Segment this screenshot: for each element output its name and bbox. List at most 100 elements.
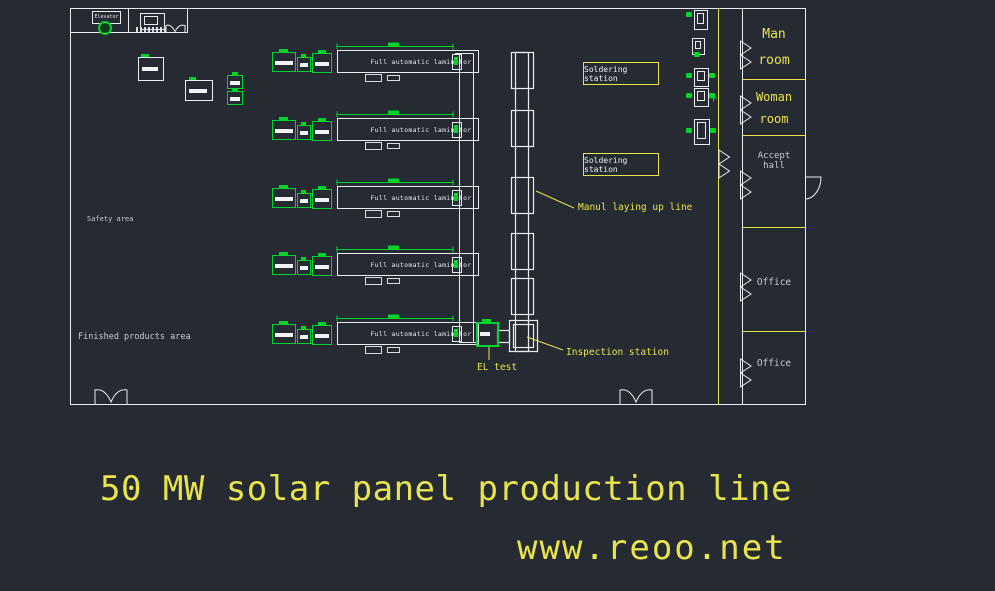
control-unit-icon [365,142,382,150]
inspection-station-inner [512,323,535,349]
cell-machine-icon [312,322,332,345]
chair-icon [709,93,715,98]
laying-up-station [510,232,535,271]
control-unit-icon [365,74,382,82]
cell-machine-icon [297,257,311,275]
hall-outline [70,8,806,405]
room-label-woman: Woman room [755,90,793,126]
cell-machine-icon [312,186,332,209]
conveyor-path [455,53,477,343]
cell-machine-icon [272,321,296,344]
cell-machine-icon [272,49,296,72]
laying-up-station [510,51,535,90]
laminator-row: Full automatic laminator [0,321,480,364]
laminator-box: Full automatic laminator [337,50,479,73]
control-unit-icon [387,211,400,217]
leader-lines [488,190,575,360]
room-label-office2: Office [756,358,792,369]
man-room-door-icon [740,40,752,70]
room-label-man: Man room [758,27,790,68]
office1-door-icon [740,272,752,302]
chair-icon [686,73,692,78]
cell-machine-icon [272,252,296,275]
desk-top [697,13,704,24]
control-unit-icon [387,347,400,353]
room-label-accept: Accept hall [757,151,791,171]
desk-icon [694,68,709,87]
control-unit-icon [387,278,400,284]
el-connector-box [496,329,511,344]
laying-up-belt [514,51,530,353]
accept-hall-door-icon [740,170,752,200]
laying-up-station [510,176,535,215]
chair-icon [686,12,692,17]
el-test-label: EL test [477,362,518,373]
desk-icon [694,10,708,30]
laminator-row: Full automatic laminator [0,185,480,228]
staging-machine-icon [227,88,243,105]
staging-machine-icon [138,54,164,81]
laminator-box: Full automatic laminator [337,186,479,209]
double-door-right-icon [619,389,653,404]
cell-machine-icon [312,118,332,141]
accept-hall-exit-door-icon [805,176,822,200]
laminator-box: Full automatic laminator [337,253,479,276]
dimension-lines [336,42,454,322]
desk-top [697,91,705,101]
cell-machine-icon [272,185,296,208]
cell-machine-icon [297,190,311,208]
control-unit-icon [387,75,400,81]
chair-icon [686,93,692,98]
laminator-outfeed-icon [452,257,462,273]
desk-top [697,71,705,81]
conveyor-lines [455,53,477,343]
chair-icon [686,128,692,133]
laminator-row: Full automatic laminator [0,49,480,92]
staging-machine-icon [227,72,243,89]
cell-machine-icon [297,326,311,344]
laminator-outfeed-icon [452,326,462,342]
website-url: www.reoo.net [517,528,787,568]
chair-icon [710,128,716,133]
inspection-label: Inspection station [566,347,669,358]
laminator-outfeed-icon [452,122,462,138]
room-label-office1: Office [756,277,792,288]
desk-top [695,41,701,49]
control-unit-icon [365,346,382,354]
laying-up-station [510,109,535,148]
corridor-door-icon [718,149,731,179]
staging-machine-icon [185,77,213,101]
laminator-box: Full automatic laminator [337,118,479,141]
soldering-station-box: Soldering station [583,62,659,85]
desk-top [697,122,706,139]
laying-up-label: Manul laying up line [578,202,693,213]
woman-room-door-icon [740,95,752,125]
soldering-station-box: Soldering station [583,153,659,176]
laminator-row: Full automatic laminator [0,252,480,295]
entry-door-icon [165,24,186,33]
control-unit-icon [387,143,400,149]
desk-icon [694,88,709,107]
control-unit-icon [365,277,382,285]
laying-up-line-shapes [496,51,539,353]
laminator-box: Full automatic laminator [337,322,479,345]
page-title: 50 MW solar panel production line [100,469,793,509]
laying-up-station [510,277,535,316]
office2-door-icon [740,358,752,388]
control-unit-icon [365,210,382,218]
desk-icon [694,119,710,145]
finished-products-label: Finished products area [78,332,191,342]
cell-machine-icon [312,50,332,73]
chair-icon [709,73,715,78]
cell-machine-icon [297,54,311,72]
laminator-row: Full automatic laminator [0,117,480,160]
laying-up-leader [535,190,575,209]
inspection-leader [526,336,564,351]
yellow-walls [718,8,806,405]
entry-machine-tread-icon [136,27,166,32]
laminator-outfeed-icon [452,54,462,70]
el-test-machine-icon [476,319,499,347]
entry-machine-inner [144,16,158,25]
